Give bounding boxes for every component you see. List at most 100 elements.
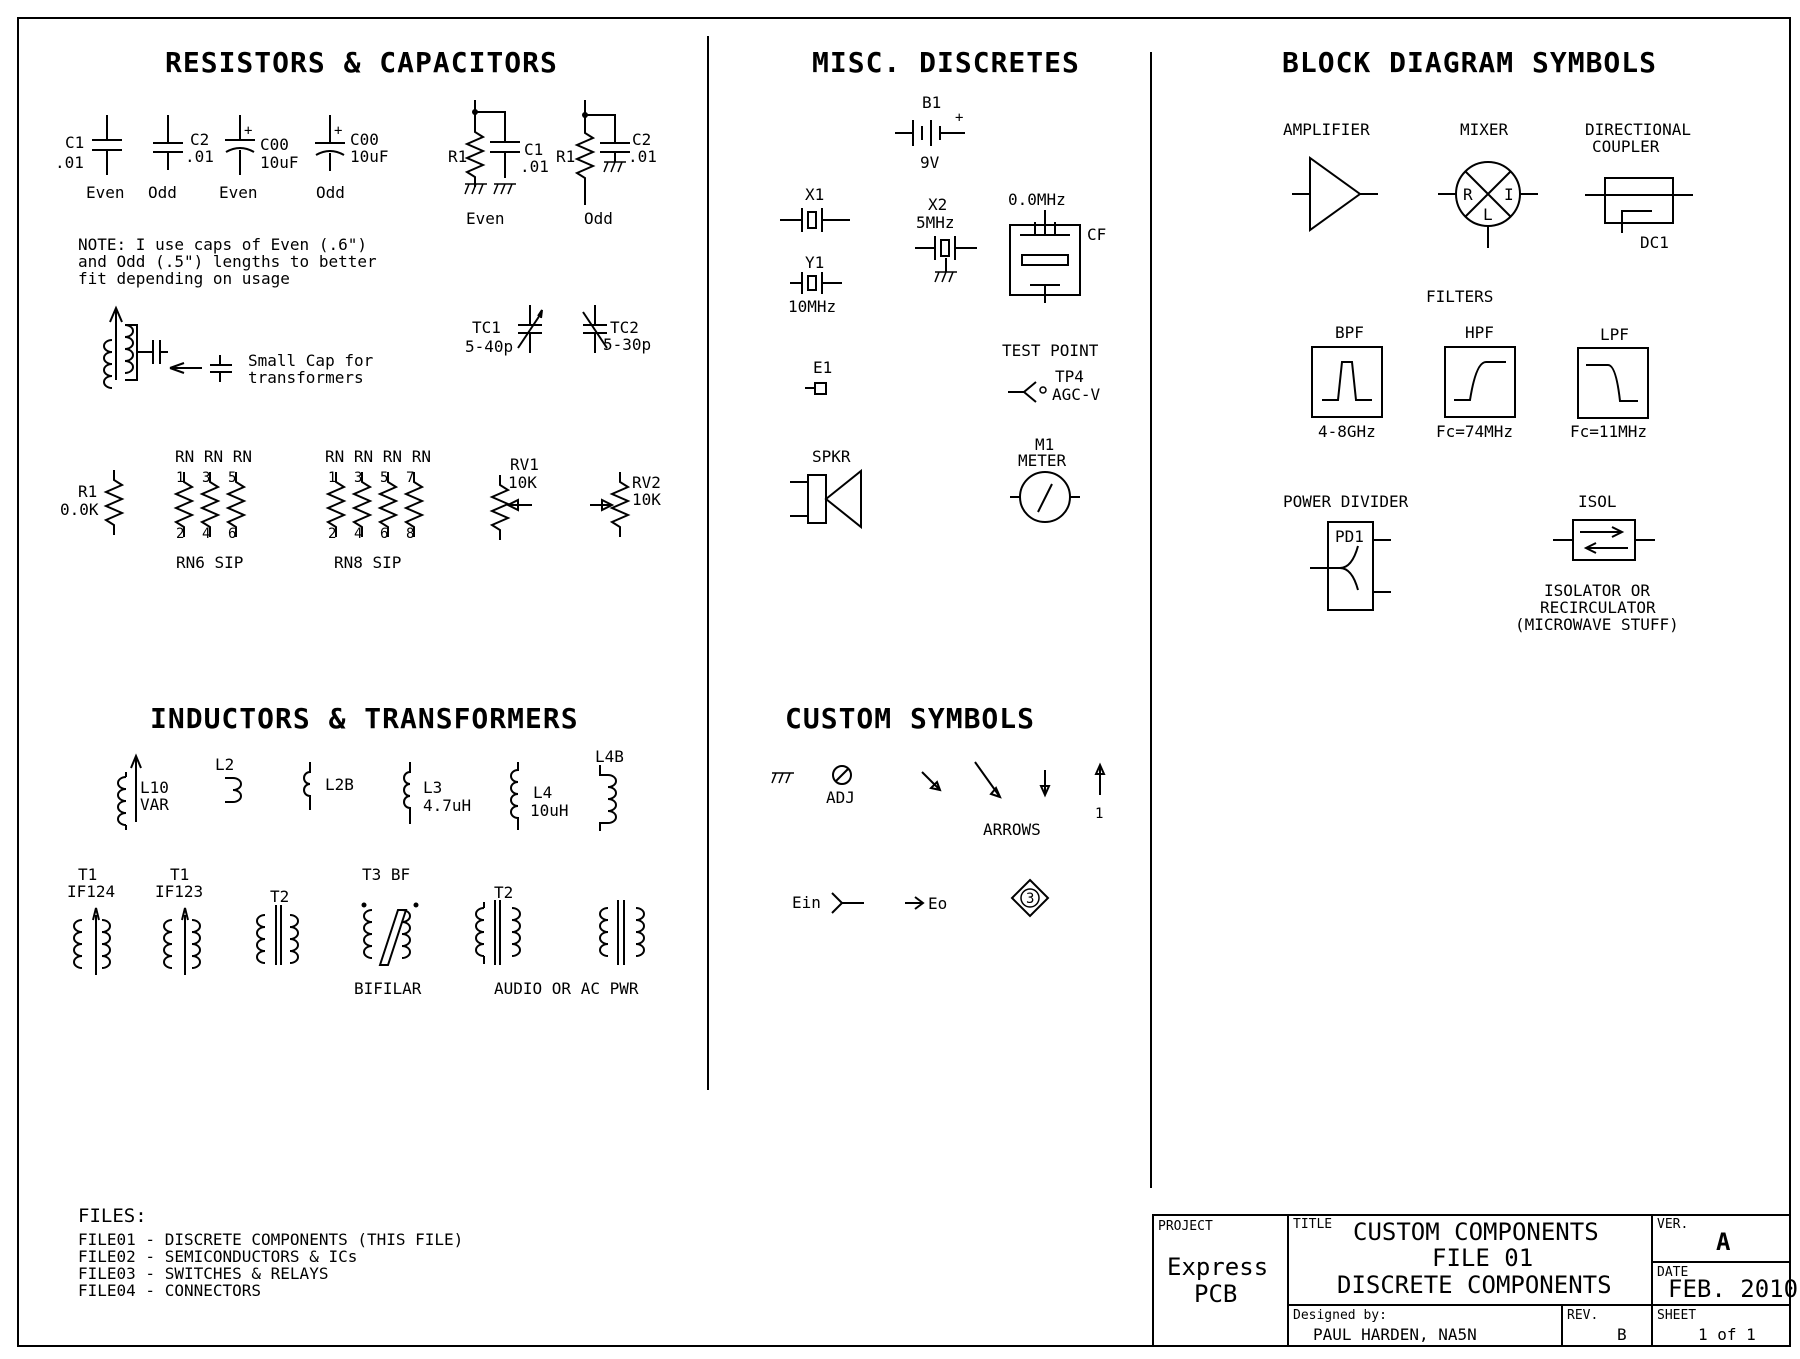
rc-network-odd: R1 C2 .01 Odd [556,100,657,228]
sheet-label: SHEET [1657,1308,1696,1323]
power-divider-symbol: POWER DIVIDER PD1 [1283,492,1409,611]
svg-text:CF: CF [1087,225,1106,244]
svg-text:(MICROWAVE STUFF): (MICROWAVE STUFF) [1515,615,1679,634]
svg-text:IF124: IF124 [67,882,115,901]
svg-text:4: 4 [354,526,362,542]
svg-text:R1: R1 [556,147,575,166]
svg-text:+: + [334,123,342,139]
rc-network-even: R1 C1 .01 Even [448,100,549,228]
svg-text:Eo: Eo [928,894,947,913]
svg-text:POWER DIVIDER: POWER DIVIDER [1283,492,1409,511]
eo-connector: Eo [905,894,947,913]
svg-text:BIFILAR: BIFILAR [354,979,422,998]
battery-b1: + B1 9V [895,93,965,172]
svg-text:Y1: Y1 [805,253,824,272]
svg-text:4.7uH: 4.7uH [423,796,471,815]
svg-text:X2: X2 [928,195,947,214]
svg-text:9V: 9V [920,153,940,172]
label-odd-2: Odd [316,183,345,202]
heading-misc-discretes: MISC. DISCRETES [812,46,1080,79]
svg-text:0.0K: 0.0K [60,500,99,519]
svg-text:BPF: BPF [1335,323,1364,342]
transformer-t2-audio: T2 [475,883,521,965]
svg-text:2: 2 [176,526,184,542]
svg-text:3: 3 [1026,891,1034,907]
potentiometer-rv2: RV2 10K [590,471,661,538]
svg-text:fit depending on usage: fit depending on usage [78,269,290,288]
svg-text:T1: T1 [78,865,97,884]
note-diamond-3: 3 [1010,878,1050,918]
svg-text:.01: .01 [628,147,657,166]
svg-text:+: + [955,110,963,126]
svg-text:TC1: TC1 [472,318,501,337]
svg-text:R: R [1463,185,1473,204]
svg-text:I: I [1504,185,1514,204]
test-point-tp4: TEST POINT TP4 AGC-V [1002,341,1101,404]
svg-text:5-30p: 5-30p [603,335,651,354]
label-even-1: Even [86,183,125,202]
version-value: A [1716,1228,1731,1256]
svg-text:3: 3 [202,470,210,486]
heading-custom-symbols: CUSTOM SYMBOLS [785,702,1035,735]
svg-text:C1: C1 [524,140,543,159]
svg-text:PD1: PD1 [1335,527,1364,546]
svg-text:SPKR: SPKR [812,447,851,466]
title-line-1: CUSTOM COMPONENTS [1353,1218,1599,1246]
svg-text:T2: T2 [494,883,513,902]
svg-text:C2: C2 [632,130,651,149]
svg-text:M1: M1 [1035,435,1054,454]
inductor-l4b: L4B [595,747,624,831]
svg-text:.01: .01 [185,147,214,166]
title-label: TITLE [1293,1217,1332,1232]
svg-text:L4: L4 [533,783,552,802]
project-label: PROJECT [1158,1219,1213,1234]
svg-text:L10: L10 [140,778,169,797]
filter-bpf: BPF 4-8GHz [1311,323,1383,441]
svg-text:.01: .01 [520,157,549,176]
svg-text:B1: B1 [922,93,941,112]
trimmer-cap-tc1: TC1 5-40p [465,305,543,356]
svg-text:ARROWS: ARROWS [983,820,1041,839]
svg-text:TC2: TC2 [610,318,639,337]
ein-connector: Ein [792,892,864,914]
svg-text:5: 5 [228,470,236,486]
svg-text:T3 BF: T3 BF [362,865,410,884]
svg-text:10K: 10K [632,490,661,509]
capacitor-c1-even: C1 .01 [55,115,122,175]
svg-text:C2: C2 [190,130,209,149]
transformer-small-cap: Small Cap for transformers [103,305,374,389]
svg-text:L2B: L2B [325,775,354,794]
svg-text:4-8GHz: 4-8GHz [1318,422,1376,441]
files-list: FILES: FILE01 - DISCRETE COMPONENTS (THI… [78,1205,463,1300]
meter-m1: M1 METER [1010,435,1080,523]
designed-by-label: Designed by: [1293,1308,1387,1323]
filter-lpf: LPF Fc=11MHz [1570,325,1649,441]
svg-text:L3: L3 [423,778,442,797]
transformer-t1-if124: T1 IF124 [67,865,115,975]
heading-block-diagram: BLOCK DIAGRAM SYMBOLS [1282,46,1657,79]
svg-text:VAR: VAR [140,795,169,814]
svg-text:+: + [244,123,252,139]
filter-hpf: HPF Fc=74MHz [1436,323,1516,441]
inductor-l3: L3 4.7uH [403,762,471,824]
svg-text:FILE03 - SWITCHES & RELAYS: FILE03 - SWITCHES & RELAYS [78,1264,328,1283]
svg-text:HPF: HPF [1465,323,1494,342]
svg-text:Odd: Odd [584,209,613,228]
project-name-1: Express [1167,1253,1268,1281]
resistor-network-rn6: RN RN RN 1 3 5 2 4 6 RN6 SIP [175,447,252,572]
svg-text:L: L [1483,205,1493,224]
title-block: PROJECT Express PCB TITLE CUSTOM COMPONE… [1152,1214,1798,1347]
mixer-symbol: MIXER R I L [1438,120,1538,248]
svg-text:C00: C00 [350,130,379,149]
svg-text:5: 5 [380,470,388,486]
svg-text:RV2: RV2 [632,473,661,492]
transformer-t2-small: T2 [256,887,299,965]
test-point-e1: E1 [805,358,832,395]
svg-text:TP4: TP4 [1055,367,1084,386]
label-even-2: Even [219,183,258,202]
svg-text:RN8 SIP: RN8 SIP [334,553,401,572]
svg-text:RN RN RN RN: RN RN RN RN [325,447,431,466]
transformer-ac-pwr [599,900,645,965]
heading-inductors-transformers: INDUCTORS & TRANSFORMERS [150,702,579,735]
svg-text:AMPLIFIER: AMPLIFIER [1283,120,1370,139]
